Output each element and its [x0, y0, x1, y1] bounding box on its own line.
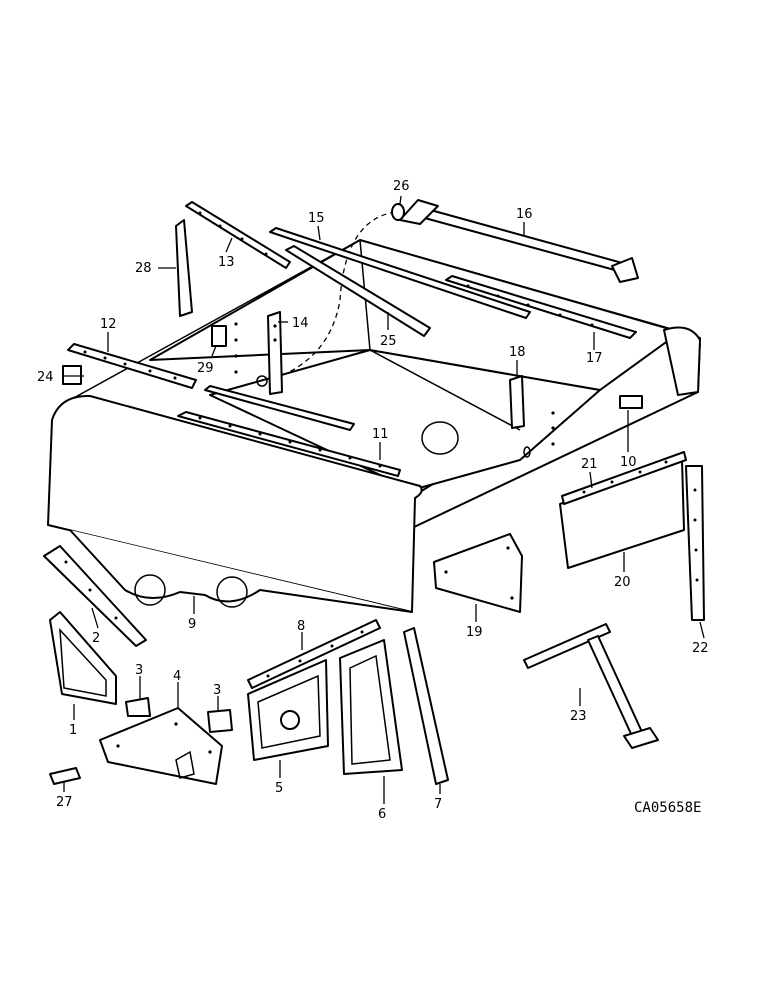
box-body [47, 211, 701, 613]
callout-17: 17 [586, 351, 603, 366]
part-29-plate [211, 325, 227, 347]
part-18-bracket [509, 375, 525, 429]
part-12-left-rail [67, 343, 197, 389]
part-4-plate [99, 707, 223, 785]
callout-22: 22 [692, 641, 709, 656]
callout-18: 18 [509, 345, 526, 360]
callout-3-left: 3 [135, 663, 143, 678]
part-8-rail [247, 619, 381, 689]
callout-6: 6 [378, 807, 386, 822]
callout-16: 16 [516, 207, 533, 222]
callout-26: 26 [393, 179, 410, 194]
part-2-brace [43, 545, 147, 647]
part-22-post [685, 465, 705, 621]
callout-10: 10 [620, 455, 637, 470]
callout-21: 21 [581, 457, 598, 472]
callout-1: 1 [69, 723, 77, 738]
callout-28: 28 [135, 261, 152, 276]
part-14-bracket [267, 311, 283, 395]
part-10-plate [619, 395, 643, 409]
callout-25: 25 [380, 334, 397, 349]
callout-29: 29 [197, 361, 214, 376]
callout-9: 9 [188, 617, 196, 632]
callout-12: 12 [100, 317, 117, 332]
callout-15: 15 [308, 211, 325, 226]
part-13-brace [185, 201, 291, 269]
callout-14: 14 [292, 316, 309, 331]
part-26-fitting [391, 203, 405, 221]
callout-20: 20 [614, 575, 631, 590]
part-27-clip [49, 767, 81, 785]
callout-11: 11 [372, 427, 389, 442]
callout-5: 5 [275, 781, 283, 796]
part-6-frame [339, 639, 403, 775]
leader-lines [63, 195, 705, 804]
part-23-support [523, 623, 659, 749]
part-1-frame [49, 611, 117, 705]
part-3-clip-left [125, 697, 151, 717]
part-24-pad [62, 365, 82, 385]
drawing-code: CA05658E [634, 800, 701, 816]
callout-3-right: 3 [213, 683, 221, 698]
callout-23: 23 [570, 709, 587, 724]
callout-4: 4 [173, 669, 181, 684]
part-15-rail [269, 227, 531, 319]
callout-27: 27 [56, 795, 73, 810]
part-17-rail [445, 275, 637, 339]
callout-19: 19 [466, 625, 483, 640]
part-5-frame [247, 659, 329, 761]
part-25-diagonal [285, 245, 431, 337]
part-11-front-rail [177, 411, 401, 477]
callout-7: 7 [434, 797, 442, 812]
part-16-tube [399, 199, 639, 283]
part-3-clip-right [207, 709, 233, 733]
callout-24: 24 [37, 370, 54, 385]
callout-labels: 26 16 15 13 28 12 24 14 29 25 17 18 10 1… [37, 179, 709, 822]
part-7-post [403, 627, 449, 785]
callout-8: 8 [297, 619, 305, 634]
callout-2: 2 [92, 631, 100, 646]
part-19-gusset [433, 533, 523, 613]
part-28-plate [175, 219, 193, 317]
callout-13: 13 [218, 255, 235, 270]
part-21-rail [561, 451, 687, 505]
